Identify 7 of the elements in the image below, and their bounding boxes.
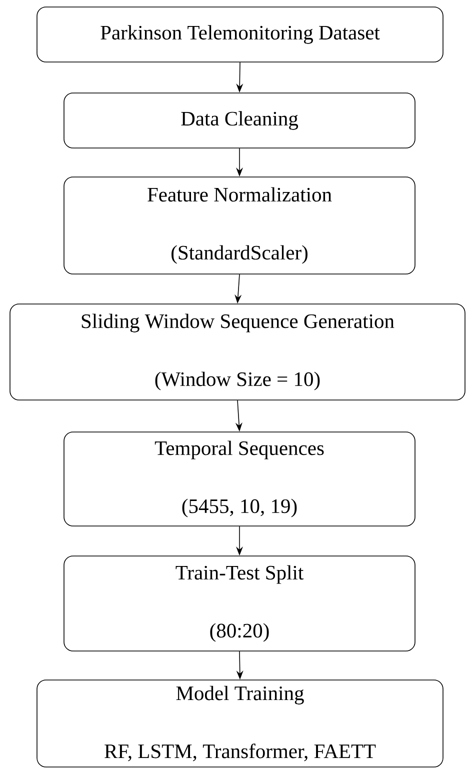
process-box: Feature Normalization (StandardScaler) xyxy=(64,176,416,274)
process-box: Parkinson Telemonitoring Dataset xyxy=(36,6,444,62)
process-box: Model Training RF, LSTM, Transformer, FAETT xyxy=(36,680,444,768)
process-box: Data Cleaning xyxy=(64,92,416,148)
process-box: Sliding Window Sequence Generation (Window Size = 10) xyxy=(10,304,466,400)
process-box: Temporal Sequences (5455, 10, 19) xyxy=(64,432,416,526)
process-box: Train-Test Split (80:20) xyxy=(64,556,416,652)
